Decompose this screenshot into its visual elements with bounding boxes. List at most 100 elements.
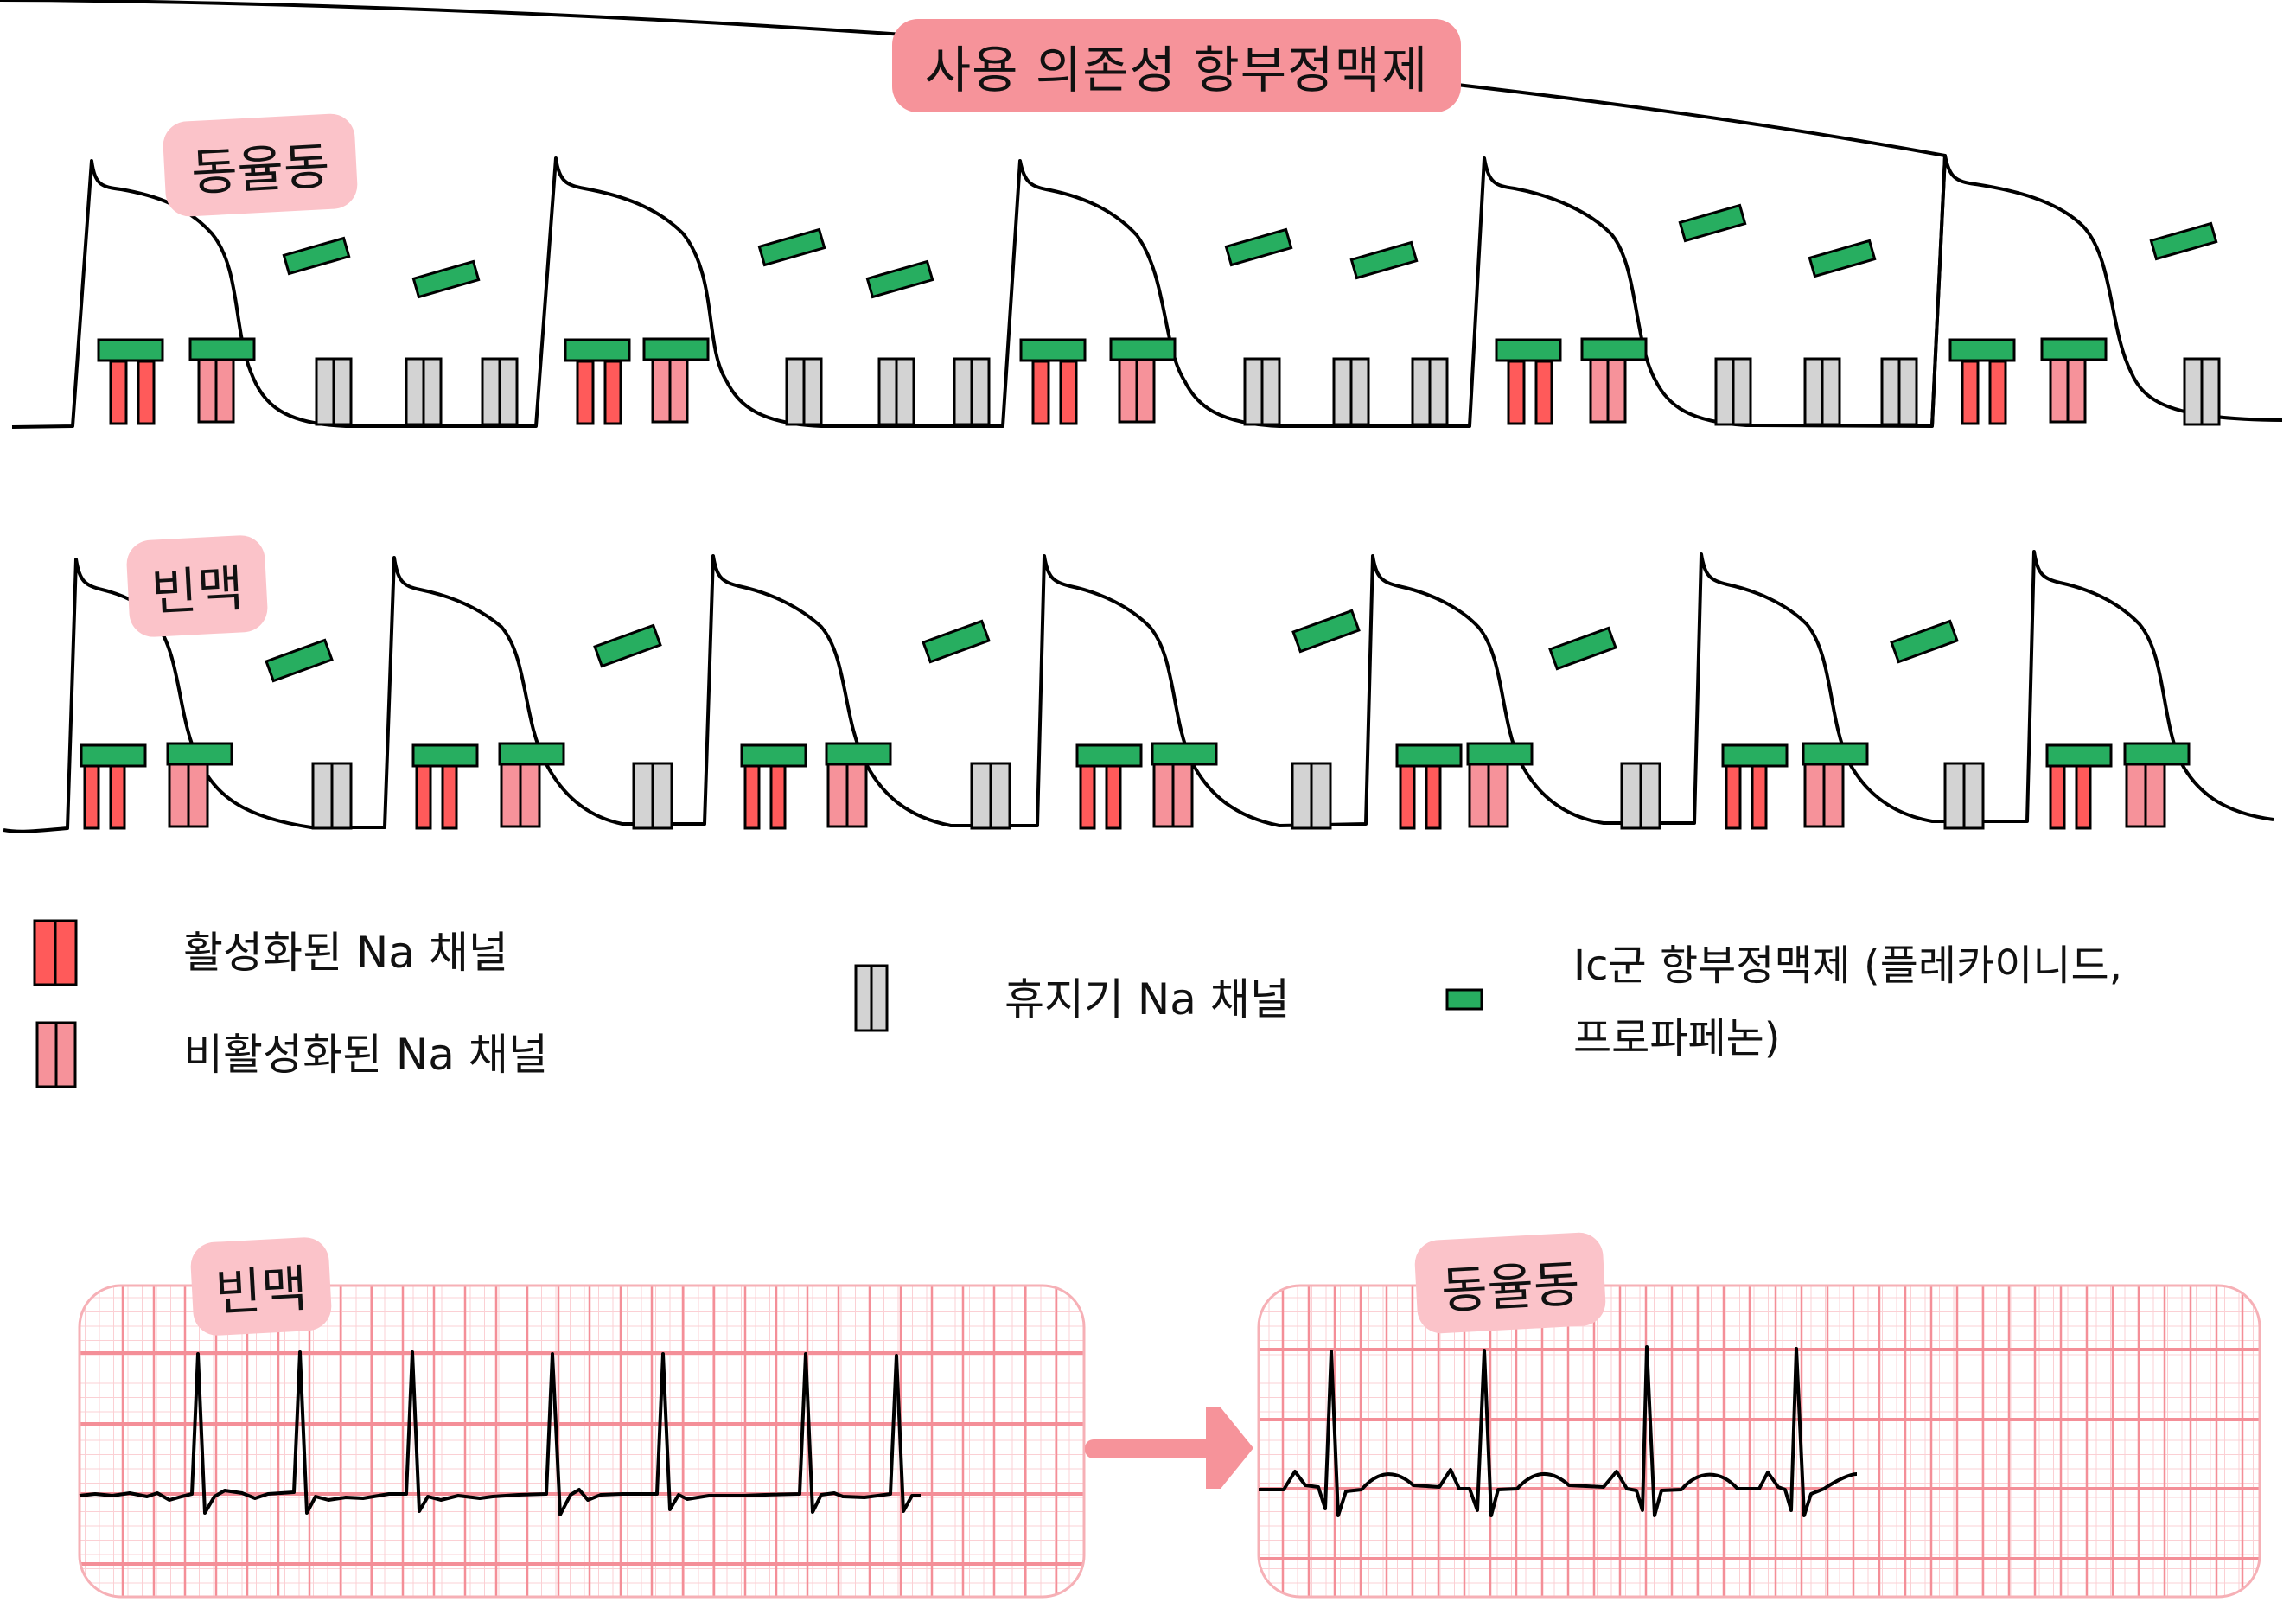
resting-na-channel (1821, 357, 1841, 426)
resting-na-channel (2183, 357, 2204, 426)
free-drug-block (1349, 240, 1419, 280)
inactivated-na-channel (2125, 763, 2147, 828)
activated-na-channel (576, 360, 595, 425)
inactivated-na-channel (2049, 358, 2070, 424)
bound-drug-block (411, 743, 479, 768)
bound-drug-block (1580, 337, 1648, 361)
free-drug-block (265, 638, 334, 683)
bound-drug-block (1019, 338, 1087, 362)
activated-na-channel (109, 360, 128, 425)
inactivated-na-channel (668, 358, 689, 424)
free-drug-block (757, 227, 826, 267)
sinus-row-tag: 동율동 (162, 112, 359, 218)
bound-drug-block (564, 338, 631, 362)
bound-drug-block (1395, 743, 1463, 768)
resting-na-channel (1962, 762, 1985, 830)
resting-na-channel (1880, 357, 1901, 426)
free-drug-block (1548, 626, 1617, 671)
activated-na-channel (1507, 360, 1526, 425)
resting-na-channel (1620, 762, 1642, 830)
bound-drug-block (2040, 337, 2108, 361)
legend-inactivated-label: 비활성화된 Na 채널 (183, 1030, 548, 1080)
bound-drug-block (2123, 742, 2191, 766)
free-drug-block (1224, 227, 1293, 267)
resting-na-channel (970, 357, 991, 426)
resting-na-channel (1411, 357, 1432, 426)
activated-na-channel (1961, 360, 1980, 425)
inactivated-na-channel (197, 358, 218, 424)
activated-na-channel (1725, 764, 1742, 830)
legend-resting-label: 휴지기 Na 채널 (1004, 974, 1290, 1024)
activated-na-channel (1534, 360, 1553, 425)
legend-resting-icon (854, 964, 889, 1032)
activated-na-channel (743, 764, 761, 830)
activated-na-channel (415, 764, 432, 830)
inactivated-na-channel (214, 358, 235, 424)
activated-na-channel (83, 764, 100, 830)
inactivated-na-channel (1468, 763, 1490, 828)
ecg-sinus-label: 동율동 (1439, 1254, 1581, 1321)
inactivated-na-channel (1171, 763, 1194, 828)
sinus-row-label: 동율동 (189, 136, 331, 203)
activated-na-channel (603, 360, 622, 425)
activated-na-channel (1105, 764, 1122, 830)
inactivated-na-channel (519, 763, 541, 828)
resting-na-channel (651, 762, 673, 830)
resting-na-channel (989, 762, 1011, 830)
tachy-row-tag: 빈맥 (125, 533, 269, 639)
inactivated-na-channel (1118, 358, 1138, 424)
free-drug-block (411, 259, 481, 299)
resting-na-channel (1897, 357, 1918, 426)
page-title: 사용 의존성 항부정맥제 (924, 41, 1429, 99)
free-drug-block (1890, 619, 1959, 664)
free-drug-block (922, 619, 991, 664)
resting-na-channel (1243, 357, 1264, 426)
resting-na-channel (1428, 357, 1449, 426)
bound-drug-block (1466, 742, 1534, 766)
bound-drug-block (1109, 337, 1177, 361)
ecg-strip-tachy (78, 1284, 1086, 1599)
bound-drug-block (1495, 338, 1562, 362)
legend-inactivated-icon (35, 1021, 77, 1088)
legend-drug-icon (1445, 988, 1483, 1011)
bound-drug-block (1075, 743, 1143, 768)
free-drug-block (1292, 609, 1361, 654)
resting-na-channel (1260, 357, 1281, 426)
inactivated-na-channel (651, 358, 672, 424)
activated-na-channel (2075, 764, 2092, 830)
tachy-ap-trace (3, 550, 2274, 833)
ecg-tachy-label: 빈맥 (214, 1259, 309, 1323)
resting-na-channel (1943, 762, 1966, 830)
activated-na-channel (137, 360, 156, 425)
legend-activated-label: 활성화된 Na 채널 (183, 928, 508, 978)
resting-na-channel (481, 357, 501, 426)
inactivated-na-channel (500, 763, 522, 828)
resting-na-channel (1732, 357, 1752, 426)
inactivated-na-channel (168, 763, 190, 828)
activated-na-channel (1751, 764, 1768, 830)
ecg-trace-tachy (79, 1350, 921, 1516)
bound-drug-block (2045, 743, 2113, 768)
resting-na-channel (2200, 357, 2221, 426)
inactivated-na-channel (1152, 763, 1175, 828)
resting-na-channel (405, 357, 425, 426)
bound-drug-block (642, 337, 710, 361)
bound-drug-block (80, 743, 147, 768)
resting-na-channel (1349, 357, 1370, 426)
tachy-row-label: 빈맥 (150, 558, 246, 622)
bound-drug-block (97, 338, 164, 362)
legend-activated-icon (33, 919, 78, 986)
bound-drug-block (1948, 338, 2016, 362)
activated-na-channel (441, 764, 458, 830)
ecg-sinus-tag: 동율동 (1413, 1231, 1607, 1335)
free-drug-block (593, 623, 662, 668)
ecg-tachy-tag: 빈맥 (189, 1235, 333, 1337)
resting-na-channel (1639, 762, 1661, 830)
free-drug-block (1808, 239, 1877, 278)
inactivated-na-channel (2066, 358, 2087, 424)
bound-drug-block (740, 743, 807, 768)
legend-drug-label-1: Ic군 항부정맥제 (플레카이니드, (1573, 941, 2122, 990)
resting-na-channel (330, 762, 353, 830)
resting-na-channel (802, 357, 823, 426)
